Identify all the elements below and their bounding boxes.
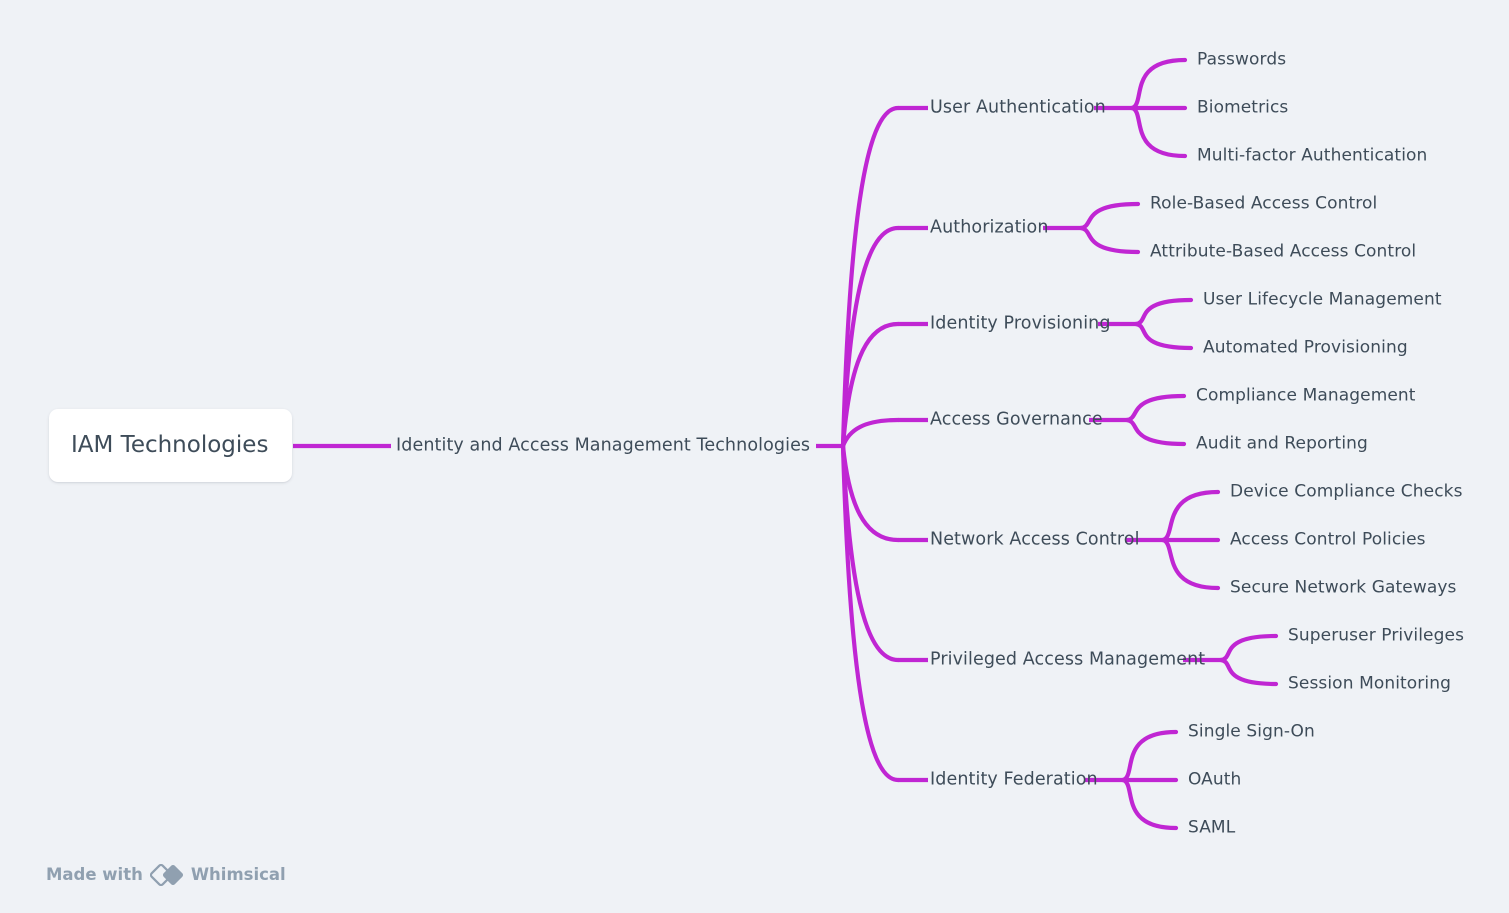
child-node-label[interactable]: Session Monitoring — [1288, 673, 1451, 694]
child-node-label[interactable]: Multi-factor Authentication — [1197, 145, 1428, 166]
branch-node-label[interactable]: Privileged Access Management — [930, 649, 1206, 670]
branch-curve — [840, 417, 901, 449]
branch-curve — [840, 225, 901, 449]
branch-node-label[interactable]: Identity Provisioning — [930, 313, 1111, 334]
branch-node-label[interactable]: Identity Federation — [930, 769, 1098, 790]
child-node-label[interactable]: Secure Network Gateways — [1230, 577, 1457, 598]
child-node-label[interactable]: Compliance Management — [1196, 385, 1416, 406]
child-node-label[interactable]: SAML — [1188, 817, 1236, 838]
branch-curve — [840, 443, 901, 783]
child-curve — [1129, 105, 1188, 159]
child-node-label[interactable]: OAuth — [1188, 769, 1242, 790]
child-node-label[interactable]: Audit and Reporting — [1196, 433, 1368, 454]
child-curve — [1133, 297, 1194, 327]
center-node-label[interactable]: Identity and Access Management Technolog… — [396, 435, 811, 456]
child-curve — [1218, 657, 1279, 687]
whimsical-diamond-logo — [149, 864, 183, 886]
child-curve — [1124, 393, 1187, 423]
whimsical-watermark: Made with Whimsical — [46, 864, 286, 886]
branch-curve — [840, 105, 901, 449]
child-node-label[interactable]: Attribute-Based Access Control — [1150, 241, 1417, 262]
child-curve — [1120, 777, 1179, 831]
child-curve — [1120, 729, 1179, 783]
branch-node-label[interactable]: User Authentication — [930, 97, 1106, 118]
child-node-label[interactable]: Superuser Privileges — [1288, 625, 1465, 646]
branch-curve — [840, 321, 901, 449]
child-curve — [1160, 489, 1221, 543]
branch-curve — [840, 443, 901, 543]
watermark-prefix: Made with — [46, 864, 143, 884]
child-node-label[interactable]: Single Sign-On — [1188, 721, 1315, 742]
child-curve — [1124, 417, 1187, 447]
child-node-label[interactable]: Automated Provisioning — [1203, 337, 1408, 358]
child-curve — [1160, 537, 1221, 591]
child-node-label[interactable]: User Lifecycle Management — [1203, 289, 1442, 310]
child-node-label[interactable]: Biometrics — [1197, 97, 1289, 118]
child-node-label[interactable]: Device Compliance Checks — [1230, 481, 1463, 502]
child-node-label[interactable]: Role-Based Access Control — [1150, 193, 1378, 214]
child-node-label[interactable]: Access Control Policies — [1230, 529, 1426, 550]
branch-node-label[interactable]: Network Access Control — [930, 529, 1140, 550]
child-curve — [1078, 201, 1141, 231]
child-curve — [1218, 633, 1279, 663]
child-curve — [1133, 321, 1194, 351]
child-curve — [1129, 57, 1188, 111]
root-card[interactable]: IAM Technologies — [49, 409, 292, 482]
root-card-title: IAM Technologies — [71, 432, 269, 458]
branch-node-label[interactable]: Access Governance — [930, 409, 1103, 430]
branch-node-label[interactable]: Authorization — [930, 217, 1049, 238]
watermark-brand: Whimsical — [190, 864, 286, 884]
child-curve — [1078, 225, 1141, 255]
child-node-label[interactable]: Passwords — [1197, 49, 1287, 70]
